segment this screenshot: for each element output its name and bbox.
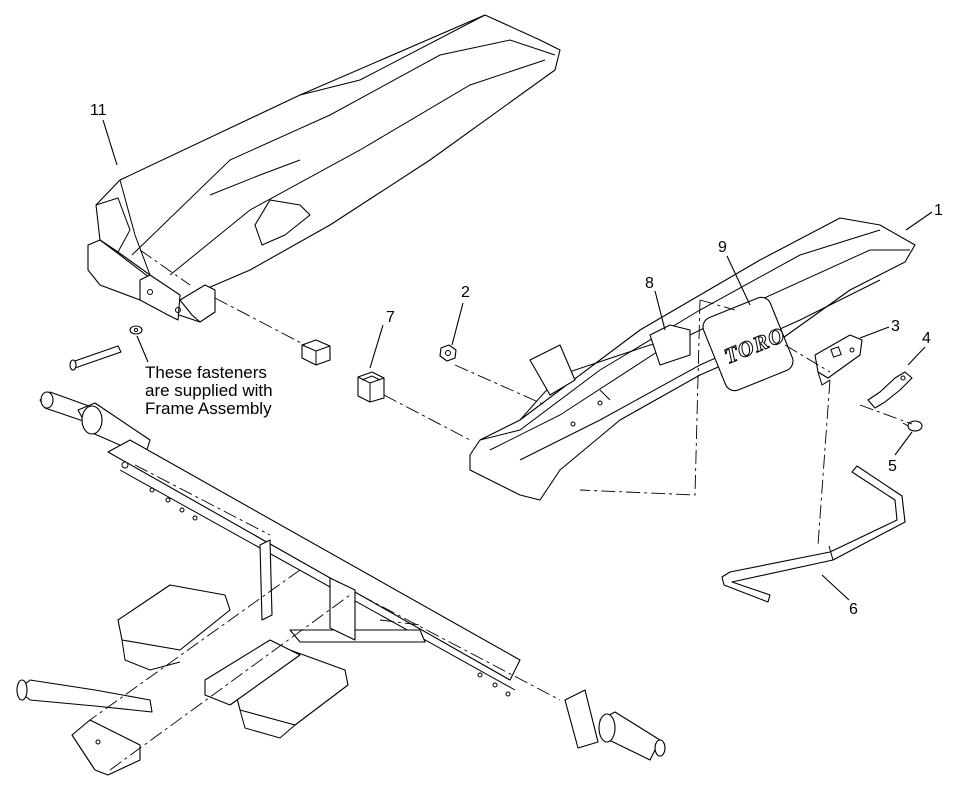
callout-4: 4 [922, 330, 931, 347]
callout-labels: 11 1 2 3 4 5 6 7 8 9 [90, 102, 943, 618]
part-1-armrest-frame: TORO [469, 217, 916, 501]
frame-assembly [16, 391, 666, 776]
callout-1: 1 [934, 202, 943, 219]
note-line-3: Frame Assembly [145, 399, 272, 418]
callout-5: 5 [888, 458, 897, 475]
callout-3: 3 [891, 318, 900, 335]
callout-9: 9 [718, 239, 727, 256]
part-3-bracket [814, 334, 863, 386]
leader-lines [102, 119, 933, 601]
end-plug [301, 339, 331, 366]
note-line-2: are supplied with [145, 381, 273, 400]
callout-11: 11 [90, 102, 107, 119]
part-6-rod [721, 465, 906, 603]
fastener-bolt [69, 325, 143, 371]
part-7-plug [357, 371, 385, 403]
callout-7: 7 [386, 309, 395, 326]
assembly-lines [89, 249, 913, 771]
callout-6: 6 [849, 601, 858, 618]
fastener-note: These fasteners are supplied with Frame … [145, 363, 273, 418]
part-4-clip [867, 371, 913, 409]
part-5-rivet [902, 420, 923, 432]
callout-2: 2 [461, 284, 470, 301]
part-2-nut [439, 344, 457, 362]
callout-8: 8 [645, 275, 654, 292]
note-line-1: These fasteners [145, 363, 267, 382]
part-11-armrest-cover [87, 14, 561, 323]
